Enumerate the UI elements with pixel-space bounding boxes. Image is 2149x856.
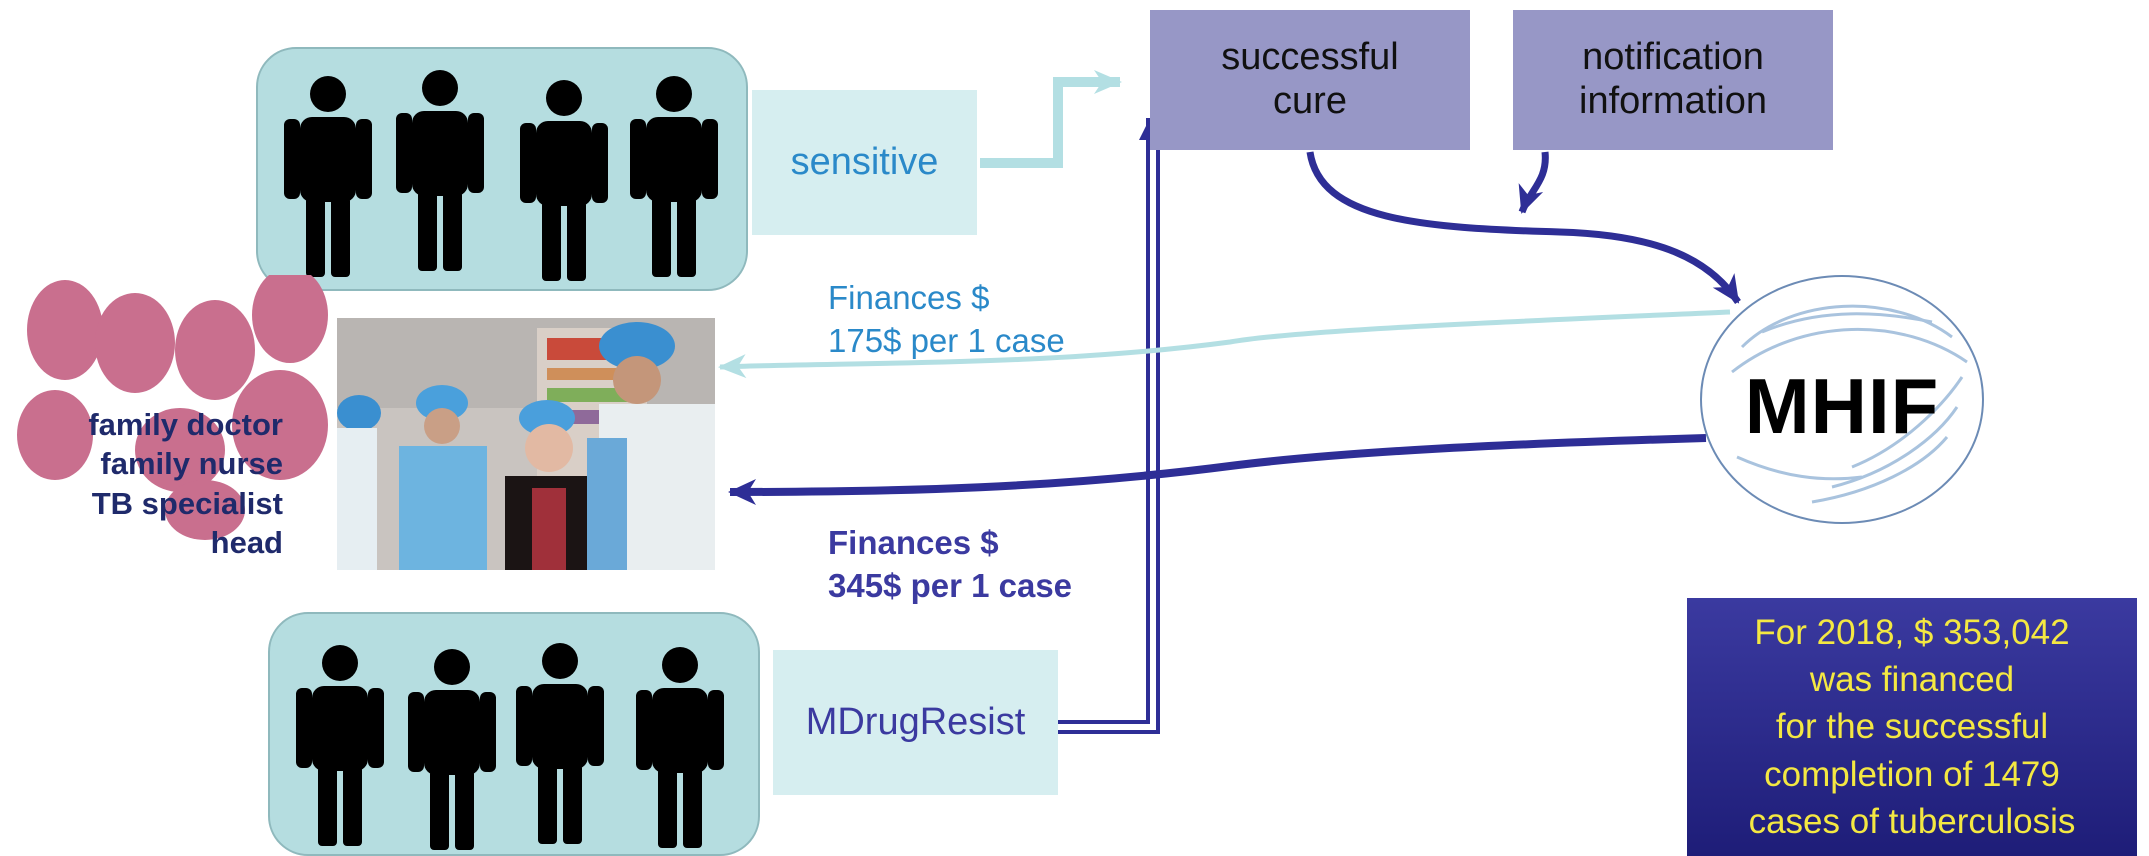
finance-sensitive-text: Finances $ 175$ per 1 case bbox=[828, 277, 1065, 363]
finance-mdr-text: Finances $ 345$ per 1 case bbox=[828, 522, 1072, 608]
summary-line-5: cases of tuberculosis bbox=[1748, 801, 2076, 841]
mdr-label: MDrugResist bbox=[805, 701, 1026, 743]
summary-line-4: completion of 1479 bbox=[1764, 754, 2060, 794]
successful-cure-box: successful cure bbox=[1150, 10, 1470, 150]
mdr-patients-group bbox=[268, 612, 760, 856]
sensitive-label: sensitive bbox=[790, 141, 939, 183]
summary-line-3: for the successful bbox=[1775, 707, 2049, 747]
finance-mdr-line2: 345$ per 1 case bbox=[828, 566, 1073, 604]
paw-icon bbox=[17, 275, 328, 540]
finance-sensitive-line1: Finances $ bbox=[828, 279, 990, 316]
staff-head: head bbox=[210, 525, 283, 561]
staff-list: family doctor family nurse TB specialist… bbox=[15, 405, 283, 575]
notification-arrow bbox=[1518, 151, 1549, 214]
summary-line-1: For 2018, $ 353,042 bbox=[1754, 612, 2070, 652]
person-icons bbox=[284, 70, 718, 281]
mhif-node: MHIF bbox=[1700, 275, 1984, 524]
staff-tb-specialist: TB specialist bbox=[91, 485, 283, 521]
finance-mdr-line1: Finances $ bbox=[828, 524, 999, 561]
finance-sensitive-arrow bbox=[718, 309, 1731, 379]
sensitive-patients-group bbox=[256, 47, 748, 291]
mdr-to-cure-arrow bbox=[1058, 118, 1150, 724]
finance-sensitive-line2: 175$ per 1 case bbox=[828, 321, 1065, 359]
person-icon bbox=[284, 76, 372, 277]
clinic-photo bbox=[337, 318, 715, 570]
notification-information-box: notification information bbox=[1513, 10, 1833, 150]
sensitive-label-box: sensitive bbox=[752, 90, 977, 235]
summary-line-2: was financed bbox=[1809, 660, 2015, 700]
mhif-label: MHIF bbox=[1744, 362, 1940, 450]
finance-mdr-arrow bbox=[728, 434, 1707, 505]
mdr-label-box: MDrugResist bbox=[773, 650, 1058, 795]
summary-box: For 2018, $ 353,042 was financed for the… bbox=[1687, 598, 2137, 856]
dove-logo bbox=[1731, 304, 1968, 504]
sensitive-to-cure-arrow bbox=[980, 70, 1122, 168]
cure-to-mhif-arrow bbox=[1306, 151, 1741, 304]
staff-family-nurse: family nurse bbox=[100, 446, 283, 482]
staff-family-doctor: family doctor bbox=[88, 407, 283, 442]
person-icons bbox=[296, 643, 724, 850]
